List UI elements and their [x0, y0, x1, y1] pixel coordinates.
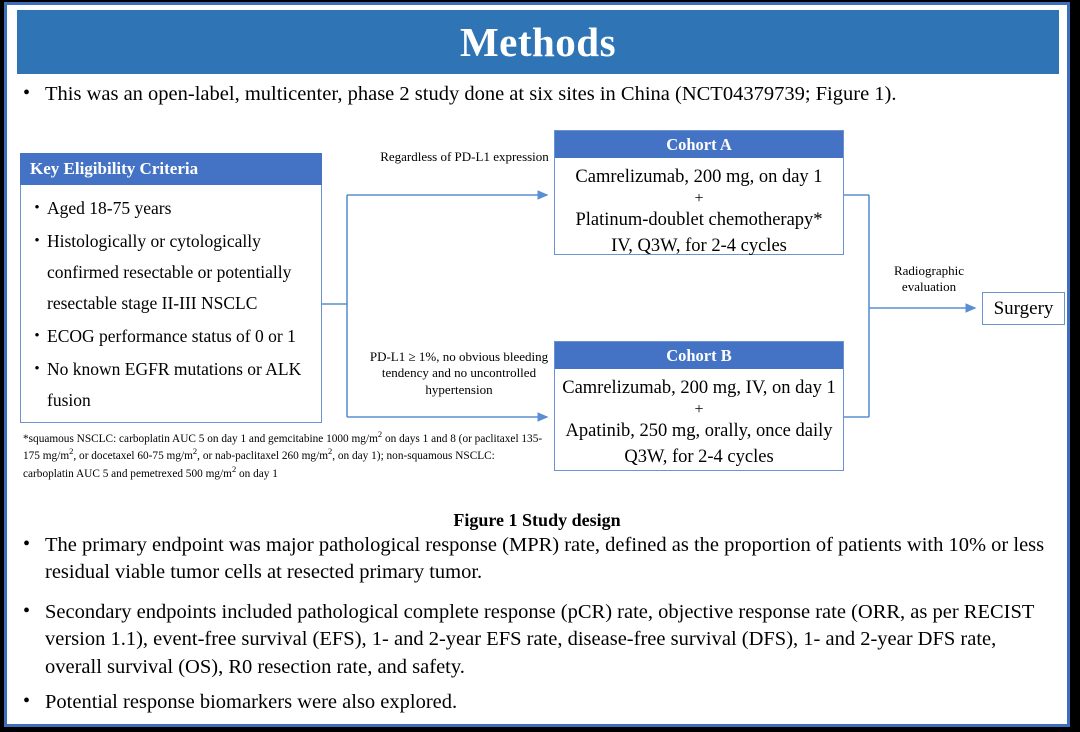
cohort-b-body: Camrelizumab, 200 mg, IV, on day 1 + Apa…: [555, 369, 843, 470]
bullet-glyph-icon: •: [34, 233, 40, 249]
cohort-a-line-1: Camrelizumab, 200 mg, on day 1: [575, 167, 823, 187]
cohort-a-body: Camrelizumab, 200 mg, on day 1 + Platinu…: [555, 158, 843, 259]
bullet-glyph-icon: •: [34, 328, 40, 344]
eligibility-criteria-panel: Key Eligibility Criteria • Aged 18-75 ye…: [20, 153, 322, 423]
cohort-a-plus: +: [694, 189, 704, 207]
cohort-a-line-2: Platinum-doublet chemotherapy*: [575, 209, 823, 230]
eligibility-item: • Aged 18-75 years: [27, 193, 315, 224]
eligibility-item: • No known EGFR mutations or ALK fusion: [27, 354, 315, 416]
cohort-b-line-3: Q3W, for 2-4 cycles: [624, 446, 774, 467]
cohort-b-panel: Cohort B Camrelizumab, 200 mg, IV, on da…: [554, 341, 844, 471]
surgery-label: Surgery: [993, 298, 1054, 319]
cohort-b-line-2: Apatinib, 250 mg, orally, once daily: [565, 420, 833, 441]
eligibility-item: • ECOG performance status of 0 or 1: [27, 321, 315, 352]
surgery-box: Surgery: [982, 292, 1065, 325]
bullet-glyph-icon: •: [23, 533, 31, 555]
cohort-a-panel: Cohort A Camrelizumab, 200 mg, on day 1 …: [554, 130, 844, 256]
bullet-glyph-icon: •: [34, 361, 40, 377]
eligibility-item-label: No known EGFR mutations or ALK fusion: [47, 359, 302, 410]
bullet-glyph-icon: •: [23, 82, 31, 104]
slide-title-band: Methods: [17, 10, 1059, 74]
lead-bullet-text: This was an open-label, multicenter, pha…: [45, 83, 897, 105]
cohort-b-plus: +: [694, 400, 704, 418]
bullet-glyph-icon: •: [23, 690, 31, 712]
eligibility-panel-body: • Aged 18-75 years • Histologically or c…: [20, 185, 322, 423]
secondary-endpoint-text: Secondary endpoints included pathologica…: [45, 601, 1035, 678]
primary-endpoint-text: The primary endpoint was major pathologi…: [45, 534, 1045, 584]
cohort-a-line-3: IV, Q3W, for 2-4 cycles: [611, 235, 787, 256]
study-design-figure: Key Eligibility Criteria • Aged 18-75 ye…: [7, 117, 1067, 507]
slide-frame: Methods • This was an open-label, multic…: [4, 2, 1070, 727]
bullet-glyph-icon: •: [23, 600, 31, 622]
arrow-label-cohort-a: Regardless of PD-L1 expression: [380, 149, 549, 164]
cohort-b-header: Cohort B: [555, 342, 843, 369]
cohort-b-line-1: Camrelizumab, 200 mg, IV, on day 1: [562, 378, 836, 398]
eligibility-item-label: Histologically or cytologically confirme…: [47, 231, 292, 313]
eligibility-item: • Histologically or cytologically confir…: [27, 226, 315, 319]
arrow-label-radiographic-evaluation: Radiographic evaluation: [893, 263, 965, 295]
biomarker-text: Potential response biomarkers were also …: [45, 691, 458, 713]
cohort-a-header: Cohort A: [555, 131, 843, 158]
flow-connectors: [322, 190, 977, 422]
bullet-glyph-icon: •: [34, 200, 40, 216]
primary-endpoint-bullet-row: • The primary endpoint was major patholo…: [19, 532, 1054, 587]
eligibility-item-label: Aged 18-75 years: [47, 198, 172, 218]
figure-caption: Figure 1 Study design: [453, 510, 621, 530]
biomarker-bullet-row: • Potential response biomarkers were als…: [19, 689, 1054, 716]
page-title: Methods: [459, 19, 617, 65]
arrow-label-cohort-b: PD-L1 ≥ 1%, no obvious bleeding tendency…: [369, 349, 549, 397]
chemotherapy-footnote: *squamous NSCLC: carboplatin AUC 5 on da…: [23, 429, 543, 480]
eligibility-item-label: ECOG performance status of 0 or 1: [47, 326, 296, 346]
eligibility-panel-header: Key Eligibility Criteria: [20, 153, 322, 185]
secondary-endpoint-bullet-row: • Secondary endpoints included pathologi…: [19, 599, 1054, 681]
lead-bullet-row: • This was an open-label, multicenter, p…: [19, 81, 1054, 108]
